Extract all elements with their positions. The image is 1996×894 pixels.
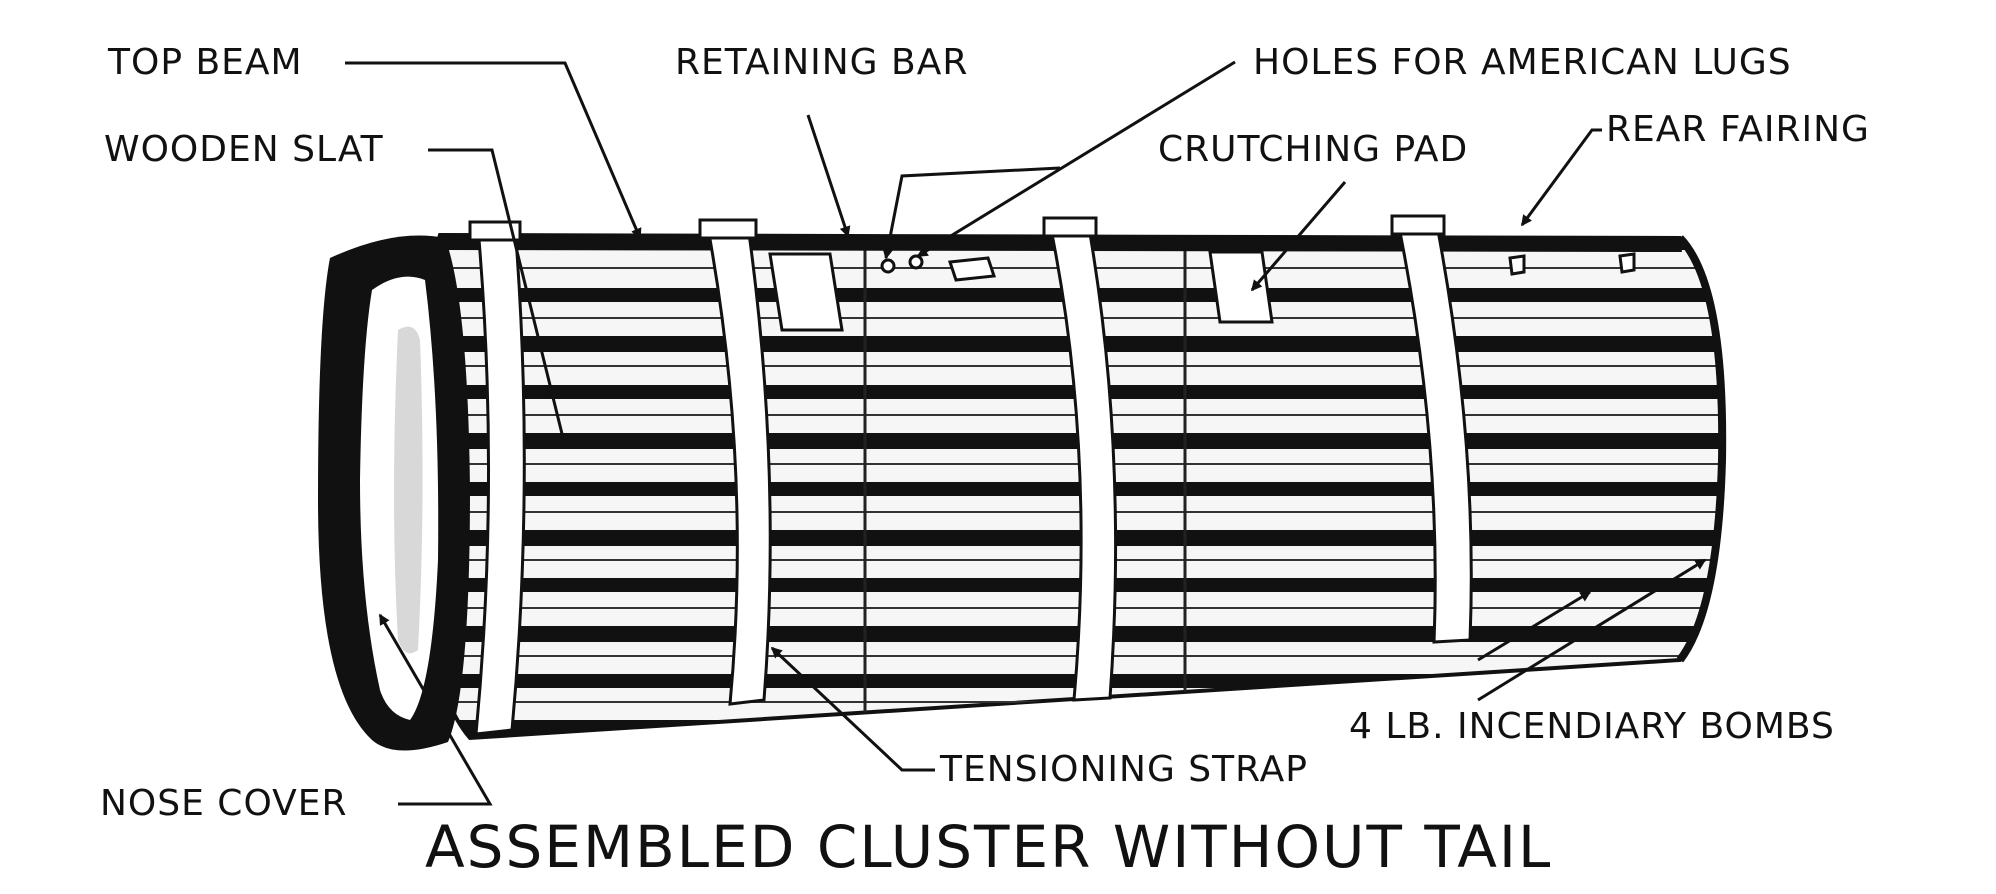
label-holes-for-american-lugs: HOLES FOR AMERICAN LUGS: [1253, 42, 1792, 83]
leader-rear-fairing: [1520, 128, 1602, 227]
strap-2: [706, 224, 772, 706]
leader-lines: [345, 60, 1707, 806]
american-lug-holes: [880, 254, 924, 274]
strap-buckles: [468, 214, 1446, 242]
leader-holes-b: [916, 60, 1236, 258]
label-incendiary-bombs: 4 LB. INCENDIARY BOMBS: [1349, 706, 1835, 747]
retaining-bar: [880, 236, 997, 282]
nose-cover: [318, 235, 470, 751]
strap-3: [1048, 220, 1118, 702]
rear-fairing: [1508, 252, 1636, 276]
strap-4: [1396, 218, 1473, 644]
strap-1: [474, 224, 526, 736]
label-top-beam: TOP BEAM: [108, 42, 303, 83]
label-nose-cover: NOSE COVER: [100, 783, 348, 824]
leader-retaining-bar: [806, 114, 851, 238]
leader-wooden-slat: [428, 148, 569, 448]
leader-top-beam: [345, 61, 642, 240]
label-crutching-pad: CRUTCHING PAD: [1158, 129, 1469, 170]
label-retaining-bar: RETAINING BAR: [675, 42, 969, 83]
leader-bombs-a: [1477, 590, 1592, 662]
leader-holes-a: [882, 166, 1061, 260]
label-rear-fairing: REAR FAIRING: [1606, 109, 1870, 150]
leader-crutching-pad: [1250, 181, 1347, 292]
figure-caption: ASSEMBLED CLUSTER WITHOUT TAIL: [425, 813, 1553, 881]
crutching-pads: [768, 250, 1274, 332]
leader-tensioning-strap: [770, 646, 935, 772]
tensioning-straps: [474, 218, 1473, 736]
leader-nose-cover-a: [378, 613, 493, 806]
leader-bombs-b: [1477, 558, 1707, 702]
label-tensioning-strap: TENSIONING STRAP: [940, 749, 1309, 790]
label-wooden-slat: WOODEN SLAT: [104, 129, 384, 170]
